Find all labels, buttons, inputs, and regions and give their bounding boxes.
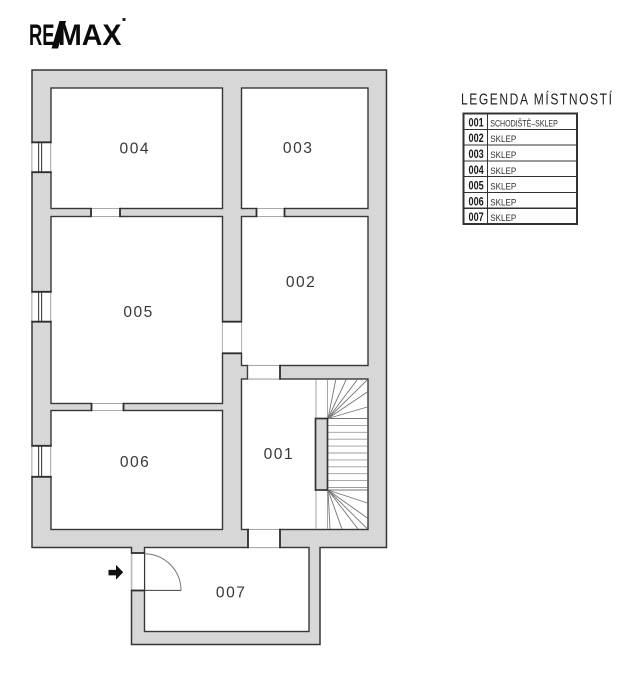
svg-text:SKLEP: SKLEP: [490, 134, 516, 144]
svg-text:005: 005: [123, 304, 154, 321]
svg-text:007: 007: [216, 584, 247, 601]
svg-text:005: 005: [469, 180, 485, 193]
svg-text:SKLEP: SKLEP: [490, 182, 516, 192]
svg-text:001: 001: [264, 446, 295, 463]
svg-text:SKLEP: SKLEP: [490, 213, 516, 223]
svg-text:LEGENDA MÍSTNOSTÍ: LEGENDA MÍSTNOSTÍ: [461, 92, 614, 109]
svg-text:003: 003: [469, 148, 485, 161]
svg-text:002: 002: [469, 132, 485, 145]
svg-text:004: 004: [120, 140, 151, 157]
svg-text:001: 001: [469, 116, 485, 129]
svg-text:RE: RE: [29, 19, 55, 52]
svg-text:MAX: MAX: [58, 19, 122, 52]
svg-text:004: 004: [469, 164, 485, 177]
svg-text:006: 006: [120, 454, 151, 471]
svg-text:002: 002: [286, 274, 317, 291]
svg-text:SKLEP: SKLEP: [490, 197, 516, 207]
svg-text:006: 006: [469, 195, 485, 208]
svg-text:SCHODIŠTĚ–SKLEP: SCHODIŠTĚ–SKLEP: [490, 118, 558, 128]
svg-text:003: 003: [283, 140, 314, 157]
svg-text:SKLEP: SKLEP: [490, 150, 516, 160]
svg-text:SKLEP: SKLEP: [490, 166, 516, 176]
svg-text:007: 007: [469, 211, 484, 224]
